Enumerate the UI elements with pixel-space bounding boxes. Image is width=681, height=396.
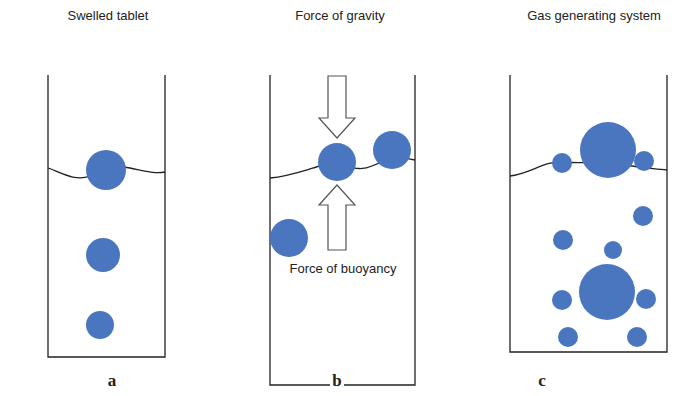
beaker-b [270, 75, 415, 385]
panel-letter: b [330, 371, 343, 391]
gas-bubble [553, 230, 573, 250]
tablet [86, 150, 126, 190]
panel-title: Gas generating system [525, 8, 663, 24]
tablets [86, 122, 656, 347]
tablet [270, 219, 308, 257]
gas-bubble [634, 151, 654, 171]
panel-title: Swelled tablet [66, 8, 151, 24]
gas-bubble [552, 153, 572, 173]
tablet [373, 131, 411, 169]
panel-letter: a [106, 371, 119, 391]
tablet [86, 311, 114, 339]
beaker-a [48, 75, 165, 357]
tablet [580, 122, 636, 178]
gas-bubble [558, 327, 578, 347]
gas-bubble [552, 290, 572, 310]
gas-bubble [627, 327, 647, 347]
panel-title: Force of gravity [293, 8, 387, 24]
beakers [48, 75, 667, 385]
gravity-arrow [319, 76, 355, 138]
tablet [318, 143, 356, 181]
force-arrows [319, 76, 355, 250]
gas-bubble [604, 241, 622, 259]
water-lines [48, 158, 667, 178]
gas-bubble [636, 289, 656, 309]
panel-letter: c [536, 371, 548, 391]
tablet [579, 264, 635, 320]
gas-bubble [633, 206, 653, 226]
beaker-c [510, 75, 667, 352]
force-label: Force of buoyancy [288, 261, 399, 277]
tablet [86, 238, 120, 272]
buoyancy-arrow [319, 185, 355, 250]
